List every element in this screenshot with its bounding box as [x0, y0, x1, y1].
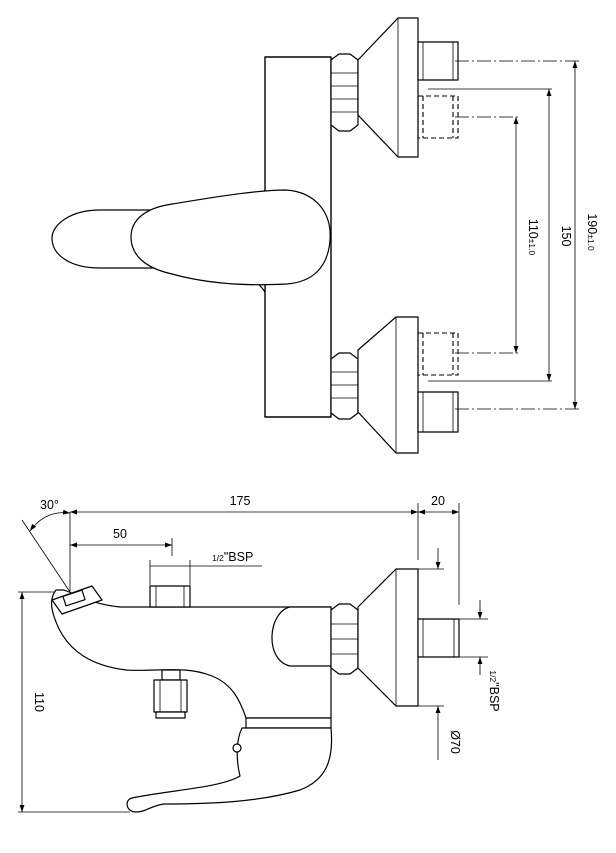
thread-callout-top: 1/2"BSP — [149, 550, 262, 585]
angle-label: 30° — [40, 498, 59, 512]
svg-text:110±1.0: 110±1.0 — [526, 219, 540, 256]
dimension-dia-70: Ø70 — [408, 548, 462, 760]
dim-150-value: 150 — [559, 226, 573, 247]
mixer-body-side — [50, 585, 332, 719]
thread-top-unit: "BSP — [224, 550, 253, 564]
angle-30: 30° — [21, 498, 71, 593]
thread-side-unit: "BSP — [487, 682, 501, 711]
diverter-knob — [153, 669, 188, 719]
dim-110-value: 110 — [526, 219, 540, 239]
dimension-110-side: 110 — [18, 591, 130, 813]
svg-text:1/2"BSP: 1/2"BSP — [212, 550, 253, 564]
dia-70-value: Ø70 — [448, 730, 462, 754]
dim-110-tolerance: ±1.0 — [527, 239, 537, 256]
lever-handle-side — [126, 717, 333, 813]
dimension-175: 175 — [70, 494, 418, 515]
thread-callout-side: 1/2"BSP — [459, 600, 501, 712]
side-view: 30° 175 20 50 1/2"BSP — [18, 494, 501, 813]
dimension-20: 20 — [417, 494, 460, 605]
dim-50-value: 50 — [113, 527, 127, 541]
lower-fitting — [330, 316, 580, 454]
dimension-190: 190±1.0 — [572, 61, 599, 409]
thread-top-fraction: 1/2 — [212, 553, 224, 563]
dim-20-value: 20 — [431, 494, 445, 508]
dimension-110-top: 110±1.0 — [513, 117, 540, 353]
dim-110-side-value: 110 — [32, 692, 46, 712]
dimension-150: 150 — [546, 89, 573, 381]
top-inlet — [149, 585, 191, 608]
top-view: 190±1.0 150 110±1.0 — [51, 17, 599, 454]
dimension-50: 50 — [70, 527, 173, 556]
svg-text:1/2"BSP: 1/2"BSP — [487, 670, 501, 711]
dim-175-value: 175 — [230, 494, 251, 508]
upper-fitting — [330, 17, 580, 158]
side-fitting — [330, 568, 460, 707]
thread-side-fraction: 1/2 — [488, 670, 498, 682]
svg-text:190±1.0: 190±1.0 — [585, 213, 599, 251]
dim-190-value: 190 — [585, 213, 599, 234]
lever-handle-top — [51, 189, 331, 293]
dim-190-tolerance: ±1.0 — [586, 234, 596, 251]
